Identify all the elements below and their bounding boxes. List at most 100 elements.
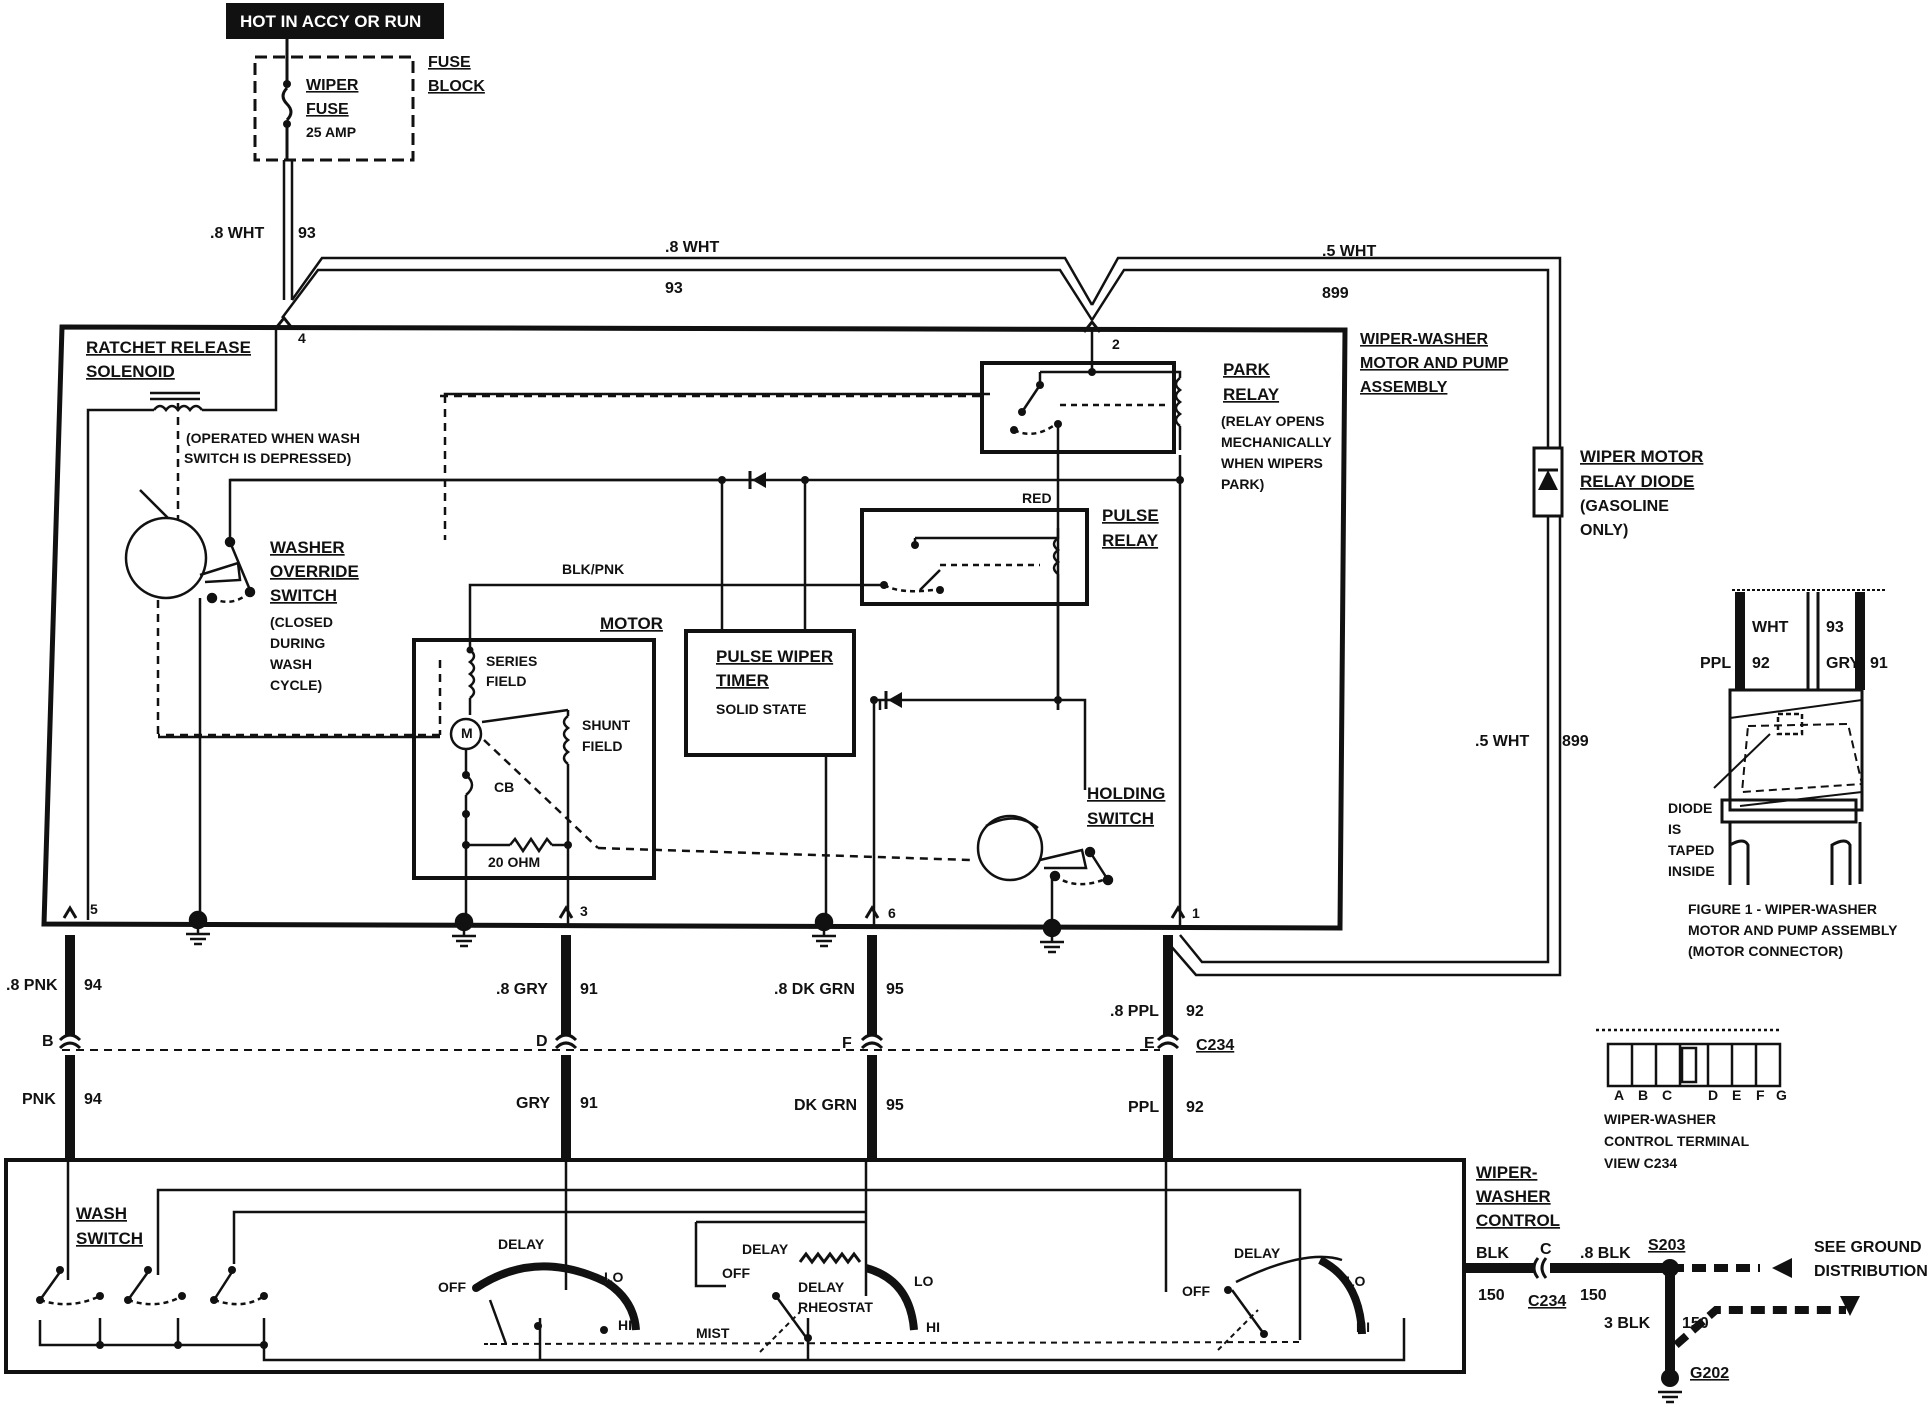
timer-title-2: TIMER xyxy=(716,671,769,690)
washer-override-title-2: OVERRIDE xyxy=(270,562,359,581)
pin-6: 6 xyxy=(888,905,896,921)
pin-4: 4 xyxy=(298,330,306,346)
top-mid-num: 93 xyxy=(665,280,683,297)
holding-switch-title-2: SWITCH xyxy=(1087,809,1154,828)
s203-label: S203 xyxy=(1648,1237,1685,1254)
connector-caps xyxy=(58,1033,1180,1050)
gry-num: 91 xyxy=(580,981,598,998)
washer-override-title-3: SWITCH xyxy=(270,586,337,605)
control-title-3: CONTROL xyxy=(1476,1211,1560,1230)
ground-circuit xyxy=(1466,1257,1852,1380)
wash-switch-title-2: SWITCH xyxy=(76,1229,143,1248)
pin-arrows-top xyxy=(274,315,1102,333)
fig1-93: 93 xyxy=(1826,619,1844,636)
pin6-diode-icon xyxy=(888,692,902,708)
tv-f: F xyxy=(1756,1087,1765,1103)
pnk-lower: PNK xyxy=(22,1091,56,1108)
red-wire-label: RED xyxy=(1022,490,1052,506)
gry-lower: GRY xyxy=(516,1095,550,1112)
motor-title: MOTOR xyxy=(600,614,663,633)
top-mid-gauge: .8 WHT xyxy=(665,239,719,256)
pulse-relay-title-2: RELAY xyxy=(1102,531,1159,550)
fig1-diode-note-4: INSIDE xyxy=(1668,863,1715,879)
fig1-caption-2: MOTOR AND PUMP ASSEMBLY xyxy=(1688,922,1898,938)
pin-1: 1 xyxy=(1192,905,1200,921)
wiper-selector-3 xyxy=(1217,1255,1366,1351)
pulse-relay xyxy=(468,508,1089,710)
lo-1: LO xyxy=(604,1269,624,1285)
wiper-washer-control xyxy=(4,1158,1466,1374)
timer-title: PULSE WIPER xyxy=(716,647,833,666)
series-field: SERIES xyxy=(486,653,537,669)
w93-num: 93 xyxy=(298,225,316,242)
hi-1: HI xyxy=(618,1317,632,1333)
assembly-title: WIPER-WASHER xyxy=(1360,331,1488,348)
relay-feed-lines xyxy=(230,392,1182,925)
pin-b: B xyxy=(42,1033,54,1050)
off-2: OFF xyxy=(722,1265,750,1281)
wiper-selector-2 xyxy=(759,1251,918,1353)
off-1: OFF xyxy=(438,1279,466,1295)
blk-num: 150 xyxy=(1478,1287,1505,1304)
ppl-lower-num: 92 xyxy=(1186,1099,1204,1116)
diode-icon xyxy=(1538,470,1558,490)
park-relay-note: (RELAY OPENS xyxy=(1221,413,1324,429)
pnk-gauge: .8 PNK xyxy=(6,977,58,994)
ratchet-note: (OPERATED WHEN WASH xyxy=(186,430,360,446)
diode-title-2: RELAY DIODE xyxy=(1580,472,1694,491)
holding-switch-title: HOLDING xyxy=(1087,784,1165,803)
fuse-block: WIPER FUSE 25 AMP FUSE BLOCK xyxy=(253,39,485,162)
assembly-title-2: MOTOR AND PUMP xyxy=(1360,355,1509,372)
ground-arrow-icon xyxy=(1772,1258,1792,1278)
diode-note-2: ONLY) xyxy=(1580,522,1628,539)
tv-caption-3: VIEW C234 xyxy=(1604,1155,1677,1171)
wash-switch-contacts xyxy=(38,1271,265,1306)
park-relay-title: PARK xyxy=(1223,360,1271,379)
see-ground-2: DISTRIBUTION xyxy=(1814,1263,1928,1280)
motor-pump-assembly xyxy=(41,324,1348,931)
ratchet-title: RATCHET RELEASE xyxy=(86,338,251,357)
harness-wires xyxy=(65,935,1173,1158)
series-field-2: FIELD xyxy=(486,673,526,689)
g202-label: G202 xyxy=(1690,1365,1729,1382)
diode-note: (GASOLINE xyxy=(1580,498,1669,515)
assembly-title-3: ASSEMBLY xyxy=(1360,379,1448,396)
blk-pnk-label: BLK/PNK xyxy=(562,561,624,577)
blk2-num: 150 xyxy=(1580,1287,1607,1304)
tv-caption-2: CONTROL TERMINAL xyxy=(1604,1133,1750,1149)
fuse-block-label: FUSE xyxy=(428,54,471,71)
tv-e: E xyxy=(1732,1087,1741,1103)
pin-e: E xyxy=(1144,1035,1155,1052)
pin-f: F xyxy=(842,1035,852,1052)
gry-lower-num: 91 xyxy=(580,1095,598,1112)
wiper-motor-relay-diode xyxy=(1532,446,1564,518)
ratchet-title-2: SOLENOID xyxy=(86,362,175,381)
wash-switch-title: WASH xyxy=(76,1204,127,1223)
tv-a: A xyxy=(1614,1087,1624,1103)
w93-gauge: .8 WHT xyxy=(210,225,264,242)
washer-override-note: (CLOSED xyxy=(270,614,333,630)
motor-m-icon: M xyxy=(461,725,473,741)
ground-arrow-2-icon xyxy=(1840,1296,1860,1316)
delay-2: DELAY xyxy=(742,1241,789,1257)
park-relay-note-3: WHEN WIPERS xyxy=(1221,455,1323,471)
pin-2: 2 xyxy=(1112,336,1120,352)
lo-3: LO xyxy=(1346,1273,1366,1289)
pulse-wiper-timer xyxy=(684,629,856,925)
solenoid-coil-icon xyxy=(86,330,278,920)
hot-label: HOT IN ACCY OR RUN xyxy=(226,3,444,39)
wiper-selector-1 xyxy=(472,1262,640,1345)
control-internal-wiring xyxy=(38,1160,1406,1362)
svg-text:HOT IN ACCY OR RUN: HOT IN ACCY OR RUN xyxy=(240,12,421,31)
dkgrn-num: 95 xyxy=(886,981,904,998)
shunt-field-2: FIELD xyxy=(582,738,622,754)
pin-d: D xyxy=(536,1033,548,1050)
solid-state: SOLID STATE xyxy=(716,701,806,717)
motor xyxy=(158,638,971,925)
pnk-lower-num: 94 xyxy=(84,1091,102,1108)
ground-symbols xyxy=(186,910,1064,954)
ppl-lower: PPL xyxy=(1128,1099,1159,1116)
blk3-label: 3 BLK xyxy=(1604,1315,1651,1332)
figure1-motor-connector xyxy=(1713,589,1886,885)
